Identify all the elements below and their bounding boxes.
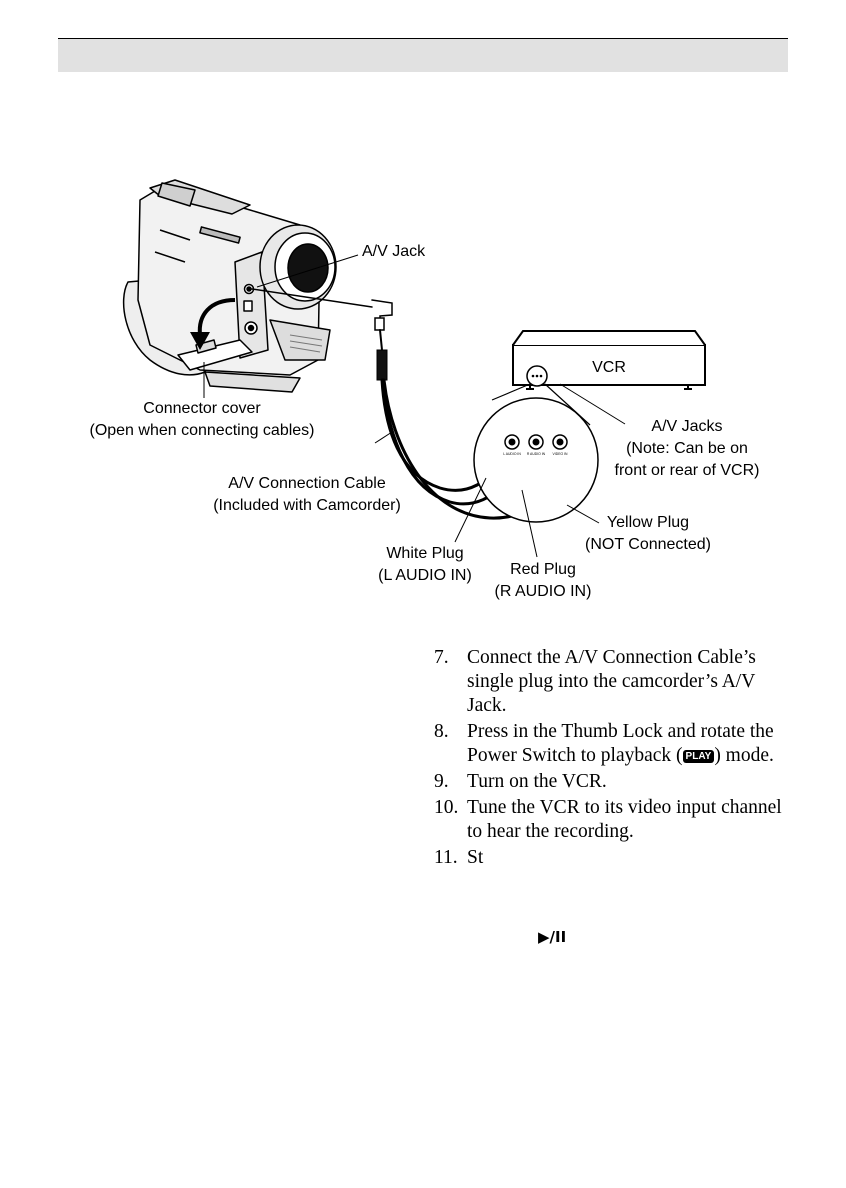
red-plug-note: (R AUDIO IN) bbox=[495, 583, 592, 600]
jack-l-label: L AUDIO IN bbox=[503, 452, 521, 456]
leader-lines bbox=[203, 254, 626, 558]
step-number: 7. bbox=[434, 647, 449, 668]
vcr-illustration bbox=[512, 330, 706, 390]
av-jacks-note-2: front or rear of VCR) bbox=[615, 462, 760, 479]
jack-video bbox=[552, 434, 568, 450]
header-rule bbox=[58, 38, 788, 39]
play-mode-icon: PLAY bbox=[682, 750, 715, 763]
av-jacks-note-1: (Note: Can be on bbox=[626, 440, 748, 457]
step-number: 10. bbox=[434, 797, 459, 818]
step-text: Tune the VCR to its video input channel … bbox=[467, 797, 782, 842]
step-number: 8. bbox=[434, 721, 449, 742]
vcr-label: VCR bbox=[592, 359, 626, 376]
step-item: 8. Press in the Thumb Lock and rotate th… bbox=[434, 720, 794, 768]
step-item: 10. Tune the VCR to its video input chan… bbox=[434, 796, 794, 844]
av-jack-label: A/V Jack bbox=[362, 243, 426, 260]
jack-l bbox=[504, 434, 520, 450]
yellow-plug-note: (NOT Connected) bbox=[585, 536, 711, 553]
jack-video-label: VIDEO IN bbox=[553, 452, 568, 456]
cable-note: (Included with Camcorder) bbox=[213, 497, 401, 514]
cable-label: A/V Connection Cable bbox=[228, 475, 386, 492]
connection-diagram: VCR L AUDIO IN R AUDIO IN VIDEO IN bbox=[89, 179, 760, 600]
header-bar bbox=[58, 38, 788, 72]
step-item: 7. Connect the A/V Connection Cable’s si… bbox=[434, 646, 794, 718]
step-item: 11. St bbox=[434, 846, 794, 870]
step-text: Press in the Thumb Lock and rotate the P… bbox=[467, 721, 774, 766]
camcorder-illustration bbox=[122, 179, 337, 393]
yellow-plug-label: Yellow Plug bbox=[607, 514, 689, 531]
jack-r-label: R AUDIO IN bbox=[527, 452, 546, 456]
step-text-end: ) mode. bbox=[714, 745, 774, 766]
connector-cover-label: Connector cover bbox=[143, 400, 261, 417]
open-direction-arrow bbox=[190, 298, 236, 350]
jack-panel-magnified: L AUDIO IN R AUDIO IN VIDEO IN bbox=[473, 383, 599, 523]
instruction-steps: 7. Connect the A/V Connection Cable’s si… bbox=[434, 646, 794, 872]
connector-cover-note: (Open when connecting cables) bbox=[89, 422, 314, 439]
step-text: Turn on the VCR. bbox=[467, 771, 607, 792]
jack-r bbox=[528, 434, 544, 450]
step-item: 9. Turn on the VCR. bbox=[434, 770, 794, 794]
white-plug-label: White Plug bbox=[386, 545, 463, 562]
step-text: St bbox=[467, 847, 484, 868]
step-text: Connect the A/V Connection Cable’s singl… bbox=[467, 647, 756, 716]
av-cable bbox=[251, 288, 547, 520]
step-number: 11. bbox=[434, 847, 458, 868]
white-plug-note: (L AUDIO IN) bbox=[378, 567, 472, 584]
play-pause-icon: ▶/II bbox=[538, 928, 567, 946]
av-jacks-label: A/V Jacks bbox=[651, 418, 722, 435]
red-plug-label: Red Plug bbox=[510, 561, 576, 578]
step-number: 9. bbox=[434, 771, 449, 792]
